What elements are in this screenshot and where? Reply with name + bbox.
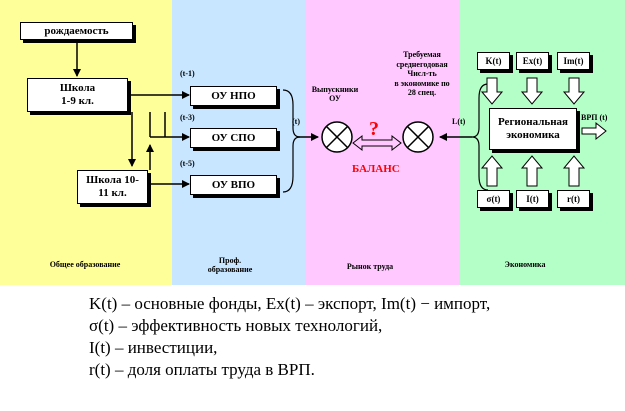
panel-title-prof-education: Проф.образование — [207, 256, 253, 275]
factor-i-box: I(t) — [516, 190, 549, 208]
legend-line-4: r(t) – доля оплаты труда в ВРП. — [89, 360, 315, 379]
legend-line-3: I(t) – инвестиции, — [89, 338, 218, 357]
vrp-label: ВРП (t) — [581, 113, 608, 122]
factor-r-box: r(t) — [557, 190, 590, 208]
factor-im-box: Im(t) — [557, 52, 590, 70]
panel-title-economy: Экономика — [504, 260, 546, 269]
balance-label: БАЛАНС — [352, 163, 400, 175]
ou-vpo-box: ОУ ВПО — [190, 175, 277, 195]
panel-general-education — [0, 0, 172, 285]
school-10-11-box: Школа 10-11 кл. — [77, 170, 148, 204]
birth-rate-box: рождаемость — [20, 22, 133, 40]
factor-arrows-top — [480, 77, 586, 105]
panel-title-labor-market: Рынок труда — [346, 262, 394, 271]
delay-t5-label: (t-5) — [180, 159, 195, 168]
time-t-label: (t) — [292, 117, 300, 126]
factor-k-box: K(t) — [477, 52, 510, 70]
required-staff-node — [402, 121, 434, 153]
factor-arrows-bottom — [480, 155, 586, 187]
legend-line-2: σ(t) – эффективность новых технологий, — [89, 316, 383, 335]
labor-lt-label: L(t) — [452, 117, 466, 126]
legend: K(t) – основные фонды, Ex(t) – экспорт, … — [89, 293, 490, 381]
balance-double-arrow — [352, 134, 402, 152]
required-staff-label: Требуемая среднегодовая Числ-ть в эконом… — [394, 50, 450, 98]
legend-line-1: K(t) – основные фонды, Ex(t) – экспорт, … — [89, 294, 491, 313]
panel-title-general-education: Общее образование — [49, 260, 121, 269]
connector-lines — [73, 40, 607, 193]
ou-spo-box: ОУ СПО — [190, 128, 277, 148]
delay-t3-label: (t-3) — [180, 113, 195, 122]
graduates-node — [321, 121, 353, 153]
factor-ex-box: Ex(t) — [516, 52, 549, 70]
delay-t1-label: (t-1) — [180, 69, 195, 78]
factor-sigma-box: σ(t) — [477, 190, 510, 208]
ou-npo-box: ОУ НПО — [190, 86, 277, 106]
question-mark: ? — [369, 118, 379, 140]
vrp-arrow — [581, 121, 607, 141]
